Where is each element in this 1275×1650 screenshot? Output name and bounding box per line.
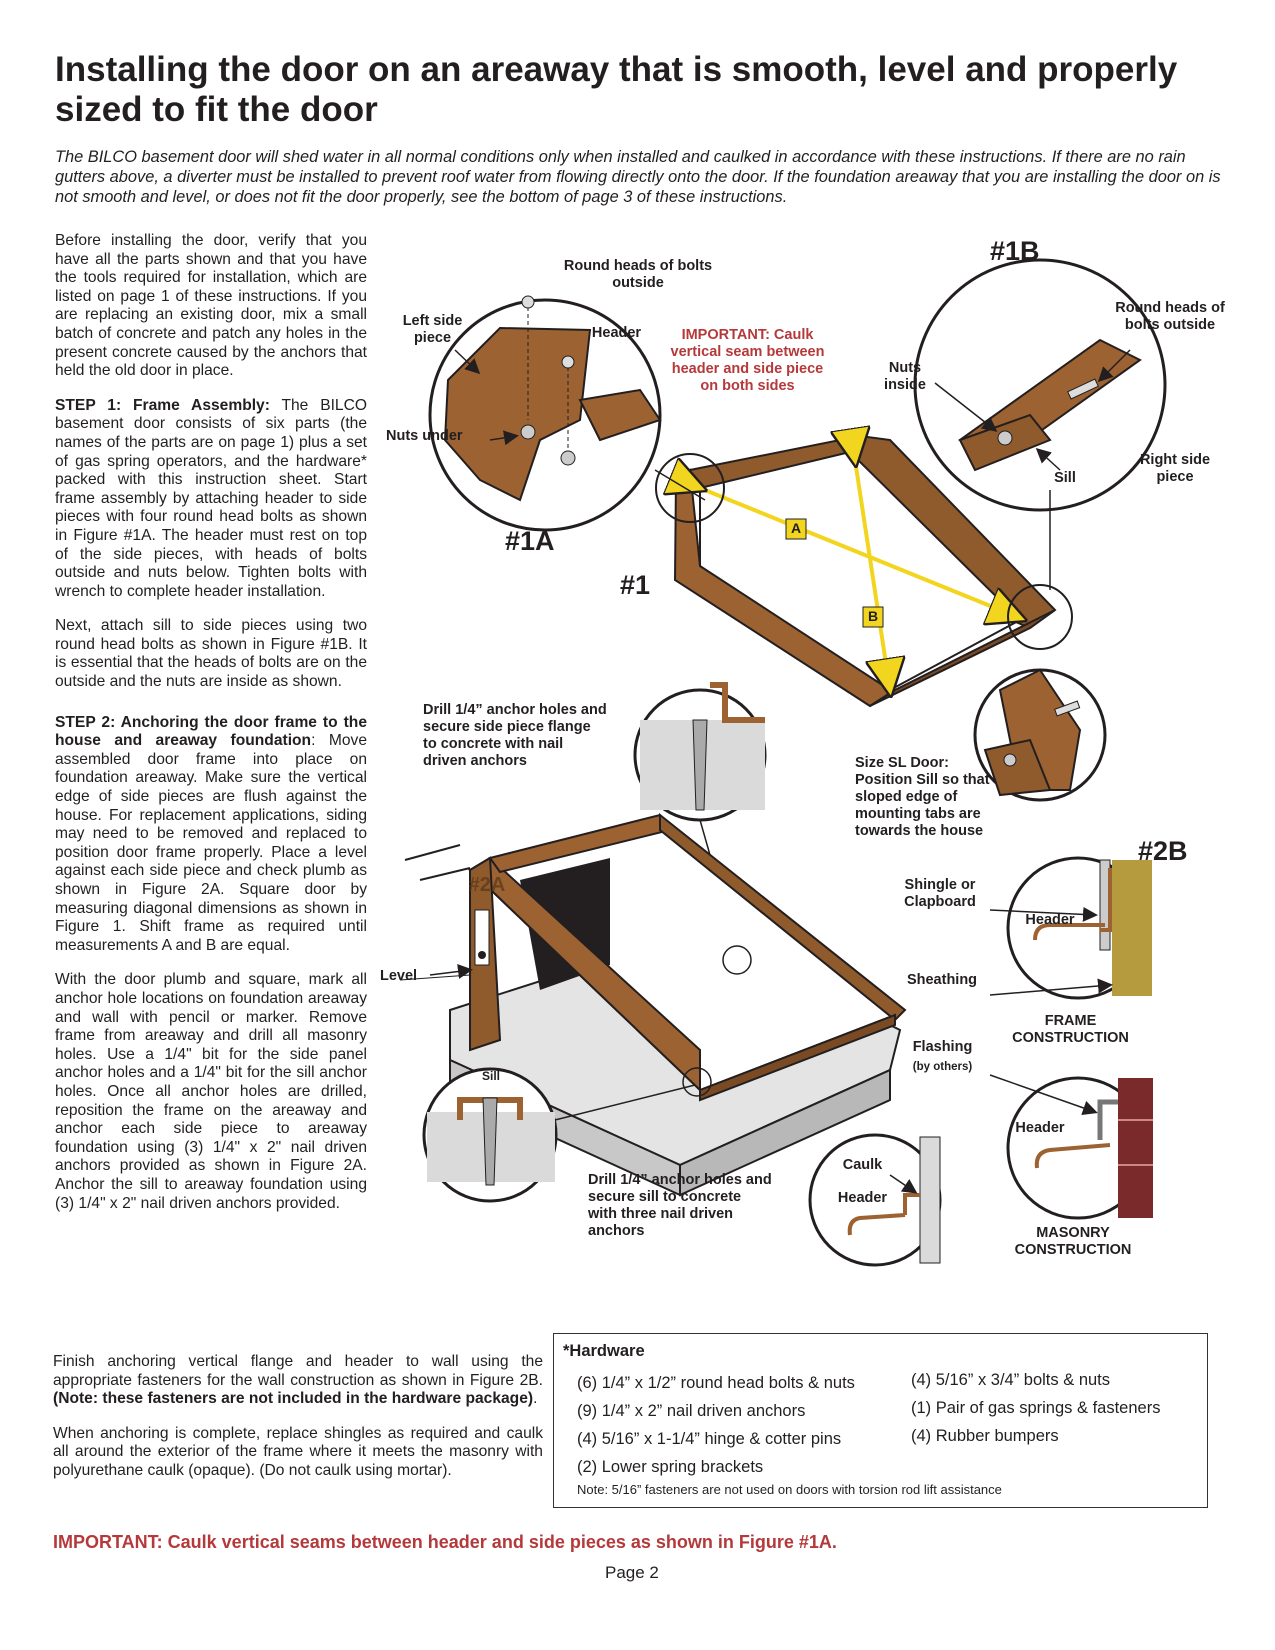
label-frame-construction: FRAME CONSTRUCTION xyxy=(1012,1013,1129,1046)
page-title: Installing the door on an areaway that i… xyxy=(55,50,1178,129)
label-left-side-piece: Left side piece xyxy=(402,313,463,346)
hardware-note: Note: 5/16” fasteners are not used on do… xyxy=(577,1482,1002,1497)
label-important-caulk: IMPORTANT: Caulk vertical seam between h… xyxy=(670,327,825,394)
label-dimension-a: A xyxy=(790,520,802,536)
paragraph-step2: STEP 2: Anchoring the door frame to the … xyxy=(55,714,367,956)
hardware-item: (4) 5/16” x 3/4” bolts & nuts xyxy=(911,1371,1111,1389)
hardware-title: *Hardware xyxy=(563,1342,645,1360)
figure-1b-detail xyxy=(913,258,1167,590)
figure-2a-sill-anchor xyxy=(422,1067,696,1203)
label-size-sl-door: Size SL Door: Position Sill so that slop… xyxy=(855,755,990,839)
hardware-item: (4) 5/16” x 1-1/4” hinge & cotter pins xyxy=(577,1430,842,1448)
important-footer: IMPORTANT: Caulk vertical seams between … xyxy=(53,1532,837,1552)
label-header-masonry: Header xyxy=(1015,1120,1065,1136)
figure-2b-masonry xyxy=(989,1074,1153,1220)
hardware-box: *Hardware (6) 1/4” x 1/2” round head bol… xyxy=(553,1333,1208,1508)
paragraph-anchor: With the door plumb and square, mark all… xyxy=(55,971,367,1212)
figure-caulk-detail xyxy=(808,1133,942,1267)
label-sill-2a: Sill xyxy=(481,1069,500,1083)
step2-heading: STEP 2: Anchoring the door frame to the … xyxy=(55,713,367,750)
instructions-column: Before installing the door, verify that … xyxy=(55,232,367,1229)
figure-2b-id: #2B xyxy=(1138,836,1188,866)
figure-1a-id: #1A xyxy=(505,526,555,556)
hardware-item: (9) 1/4” x 2” nail driven anchors xyxy=(577,1402,806,1420)
figure-1a-detail xyxy=(428,295,706,532)
intro-paragraph: The BILCO basement door will shed water … xyxy=(55,148,1221,206)
label-drill-sill: Drill 1/4” anchor holes and secure sill … xyxy=(588,1172,772,1239)
label-shingle: Shingle or Clapboard xyxy=(904,877,976,910)
step1-text: The BILCO basement door consists of six … xyxy=(55,396,367,600)
note-fasteners: (Note: these fasteners are not included … xyxy=(53,1390,534,1408)
figure-2a-id: #2A xyxy=(468,874,506,896)
paragraph-caulk: When anchoring is complete, replace shin… xyxy=(53,1424,543,1479)
figure-2a-side-anchor xyxy=(633,682,767,961)
hardware-item: (1) Pair of gas springs & fasteners xyxy=(911,1399,1161,1417)
paragraph-verify: Before installing the door, verify that … xyxy=(55,232,367,380)
paragraph-step1: STEP 1: Frame Assembly: The BILCO baseme… xyxy=(55,397,367,602)
label-sheathing: Sheathing xyxy=(906,972,978,988)
hardware-item: (2) Lower spring brackets xyxy=(577,1458,764,1476)
label-by-others: (by others) xyxy=(912,1061,973,1073)
label-header-frame: Header xyxy=(1025,912,1075,928)
instructions-bottom: Finish anchoring vertical flange and hea… xyxy=(53,1353,543,1497)
figure-1b-id: #1B xyxy=(990,236,1040,266)
paragraph-sill: Next, attach sill to side pieces using t… xyxy=(55,617,367,691)
label-round-heads-1b: Round heads of bolts outside xyxy=(1115,300,1225,333)
label-sill-1b: Sill xyxy=(1054,470,1076,486)
hardware-item: (6) 1/4” x 1/2” round head bolts & nuts xyxy=(577,1374,855,1392)
label-header-1a: Header xyxy=(591,325,642,341)
figure-2b-frame xyxy=(989,856,1152,1000)
label-level: Level xyxy=(380,968,418,984)
paragraph-finish: Finish anchoring vertical flange and hea… xyxy=(53,1353,543,1408)
label-round-heads-1a: Round heads of bolts outside xyxy=(563,258,713,291)
label-nuts-under: Nuts under xyxy=(386,428,463,444)
label-drill-side: Drill 1/4” anchor holes and secure side … xyxy=(423,702,607,769)
label-caulk: Caulk xyxy=(842,1157,883,1173)
label-right-side-piece: Right side piece xyxy=(1139,452,1211,485)
figure-2a-areaway xyxy=(399,812,907,1197)
figure-1-id: #1 xyxy=(620,570,651,600)
step1-heading: STEP 1: Frame Assembly: xyxy=(55,396,270,414)
figure-1-frame xyxy=(655,436,1073,708)
label-nuts-inside: Nuts inside xyxy=(884,360,926,393)
hardware-list-left: (6) 1/4” x 1/2” round head bolts & nuts … xyxy=(577,1369,855,1481)
page-number: Page 2 xyxy=(605,1563,659,1582)
label-header-caulk: Header xyxy=(837,1190,888,1206)
step2-text: : Move assembled door frame into place o… xyxy=(55,732,368,954)
label-flashing: Flashing xyxy=(912,1039,973,1055)
label-dimension-b: B xyxy=(867,608,879,624)
label-masonry-construction: MASONRY CONSTRUCTION xyxy=(1014,1225,1132,1258)
hardware-list-right: (4) 5/16” x 3/4” bolts & nuts (1) Pair o… xyxy=(911,1366,1160,1450)
hardware-item: (4) Rubber bumpers xyxy=(911,1427,1059,1445)
figure-sl-sill xyxy=(973,668,1107,802)
